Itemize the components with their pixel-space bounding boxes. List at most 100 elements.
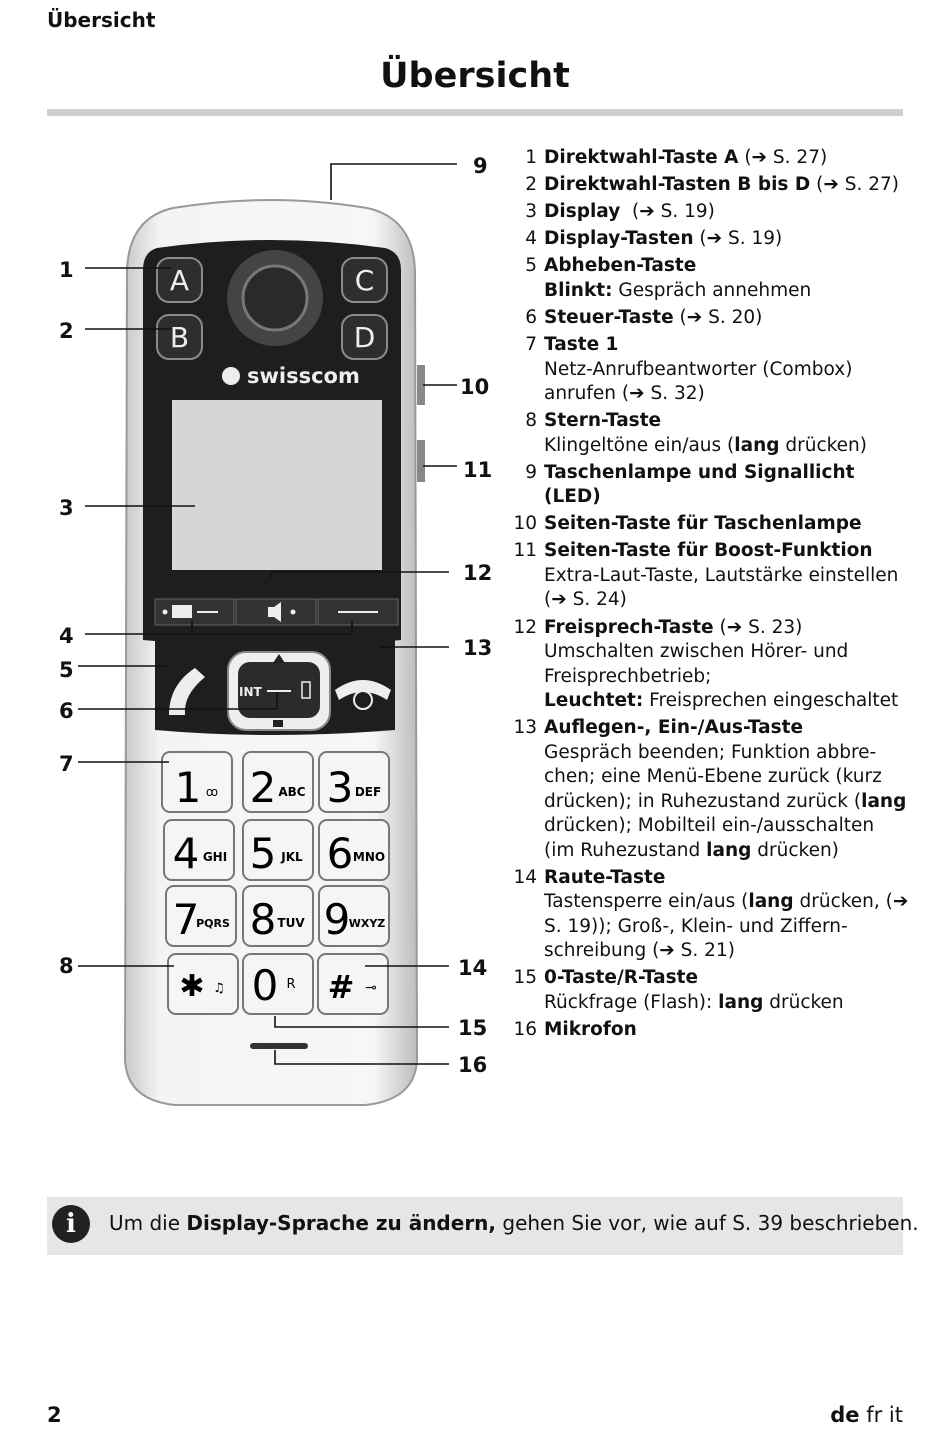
legend-emphasis: lang xyxy=(748,891,794,913)
key-star-symbol: ✱ xyxy=(179,969,204,1004)
legend-title: Direktwahl-Tasten B bis D xyxy=(544,174,811,196)
info-text-bold: Display-Sprache zu ändern, xyxy=(186,1211,497,1235)
legend-page-ref: (➔ S. 23) xyxy=(713,616,803,638)
side-key-flashlight xyxy=(417,365,425,405)
nav-up-arrow-icon xyxy=(273,654,285,663)
info-text-post: gehen Sie vor, wie auf S. 39 beschrieben… xyxy=(496,1211,919,1235)
legend-emphasis: lang xyxy=(706,839,752,861)
key-4 xyxy=(163,819,235,881)
legend-title: Abheben-Taste xyxy=(544,255,697,277)
legend-page-ref: (➔ S. 27) xyxy=(810,174,899,196)
key-d xyxy=(341,314,388,360)
key-7-sub: PQRS xyxy=(196,917,230,930)
legend-page-ref: (➔ S. 19) xyxy=(693,228,783,250)
legend-number: 1 xyxy=(525,147,537,168)
legend-title: Taste 1 xyxy=(544,334,619,356)
key-5-digit: 5 xyxy=(250,829,277,878)
key-star-sub: ♫ xyxy=(213,981,225,996)
legend-sub-label: Leuchtet: xyxy=(544,690,644,712)
power-icon xyxy=(353,690,373,710)
callout-6: 6 xyxy=(59,699,74,723)
key-1-digit: 1 xyxy=(175,763,202,812)
legend-number: 14 xyxy=(513,866,537,888)
key-hash-symbol: # xyxy=(328,968,355,1006)
key-3 xyxy=(318,751,390,813)
int-label: INT xyxy=(239,685,263,699)
dot-icon xyxy=(290,609,296,615)
key-1-sub: ꝏ xyxy=(206,785,218,799)
key-b xyxy=(156,314,203,360)
key-6-sub: MNO xyxy=(353,850,385,864)
display-screen xyxy=(172,400,382,570)
key-b-label: B xyxy=(170,321,189,354)
callout-15: 15 xyxy=(458,1016,487,1040)
legend-title: Freisprech-Taste xyxy=(544,616,714,638)
legend-number: 2 xyxy=(525,174,537,196)
key-6 xyxy=(318,819,390,881)
legend-title: Display xyxy=(544,201,621,223)
callout-12: 12 xyxy=(463,561,492,585)
legend-title: Seiten-Taste für Taschenlampe xyxy=(544,513,862,535)
key-6-digit: 6 xyxy=(327,829,354,878)
legend-emphasis: lang xyxy=(734,434,780,456)
callout-3: 3 xyxy=(59,496,74,520)
key-5 xyxy=(242,819,314,881)
key-a-label: A xyxy=(170,264,189,297)
callout-1: 1 xyxy=(59,258,74,282)
legend-description: drücken xyxy=(763,991,844,1013)
legend-title: Auflegen-, Ein-/Aus-Taste xyxy=(544,717,804,739)
legend-description: Tastensperre ein/aus ( xyxy=(544,891,749,913)
speaker-icon xyxy=(268,602,281,622)
callout-8: 8 xyxy=(59,954,74,978)
brand-name: swisscom xyxy=(247,364,360,388)
key-hash-sub: ⊸ xyxy=(365,980,377,996)
key-c-label: C xyxy=(355,264,375,297)
legend-title: Seiten-Taste für Boost-Funktion xyxy=(544,540,873,562)
legend-title: Steuer-Taste xyxy=(544,306,674,328)
phone-illustration: A B C D swisscom INT 1 ꝏ 2 ABC 3 DEF 4 G… xyxy=(45,140,495,1120)
phone-svg: A B C D swisscom INT 1 ꝏ 2 ABC 3 DEF 4 G… xyxy=(59,154,492,1106)
legend-description: drücken, (➔ S. 19)); Groß-, Klein- und Z… xyxy=(544,891,909,962)
key-8-sub: TUV xyxy=(277,916,305,930)
legend-description: Extra-Laut-Taste, Lautstärke einstellen … xyxy=(544,564,899,611)
legend-number: 8 xyxy=(525,410,537,432)
callout-9: 9 xyxy=(473,154,488,178)
legend-description: Netz-Anrufbeantworter (Combox) anrufen (… xyxy=(544,358,853,405)
callout-5: 5 xyxy=(59,658,74,682)
callout-2: 2 xyxy=(59,319,74,343)
keypad: 1 ꝏ 2 ABC 3 DEF 4 GHI 5 JKL 6 MNO 7 PQRS… xyxy=(161,751,390,1015)
key-0-digit: 0 xyxy=(252,961,279,1010)
mute-mic-icon xyxy=(301,681,311,699)
side-key-boost xyxy=(417,440,425,482)
key-1 xyxy=(161,751,233,813)
legend-page-ref: (➔ S. 27) xyxy=(738,147,828,168)
key-0-sub: R xyxy=(286,977,295,992)
callout-13: 13 xyxy=(463,636,492,660)
legend-number: 15 xyxy=(513,967,537,989)
callout-4: 4 xyxy=(59,624,74,648)
envelope-icon xyxy=(172,605,192,618)
running-header: Übersicht xyxy=(47,8,156,32)
handset-off-hook-icon xyxy=(169,668,205,715)
key-star xyxy=(167,953,239,1015)
key-7-digit: 7 xyxy=(173,895,200,944)
key-2-sub: ABC xyxy=(278,785,305,799)
legend-title: Taschenlampe und Signallicht (LED) xyxy=(544,461,855,508)
info-text: Um die Display-Sprache zu ändern, gehen … xyxy=(109,1211,919,1235)
key-5-sub: JKL xyxy=(280,850,303,864)
key-4-sub: GHI xyxy=(203,850,227,864)
key-8 xyxy=(242,885,314,947)
key-9-sub: WXYZ xyxy=(349,917,386,930)
legend-item-2: 2 Direktwahl-Tasten B bis D (➔ S. 27) xyxy=(510,173,910,198)
nav-down-bar-icon xyxy=(273,720,283,727)
language-indicator: de fr it xyxy=(830,1403,903,1427)
key-7 xyxy=(165,885,237,947)
key-2 xyxy=(242,751,314,813)
page-title: Übersicht xyxy=(380,56,570,96)
legend-description: drücken) xyxy=(751,839,839,861)
